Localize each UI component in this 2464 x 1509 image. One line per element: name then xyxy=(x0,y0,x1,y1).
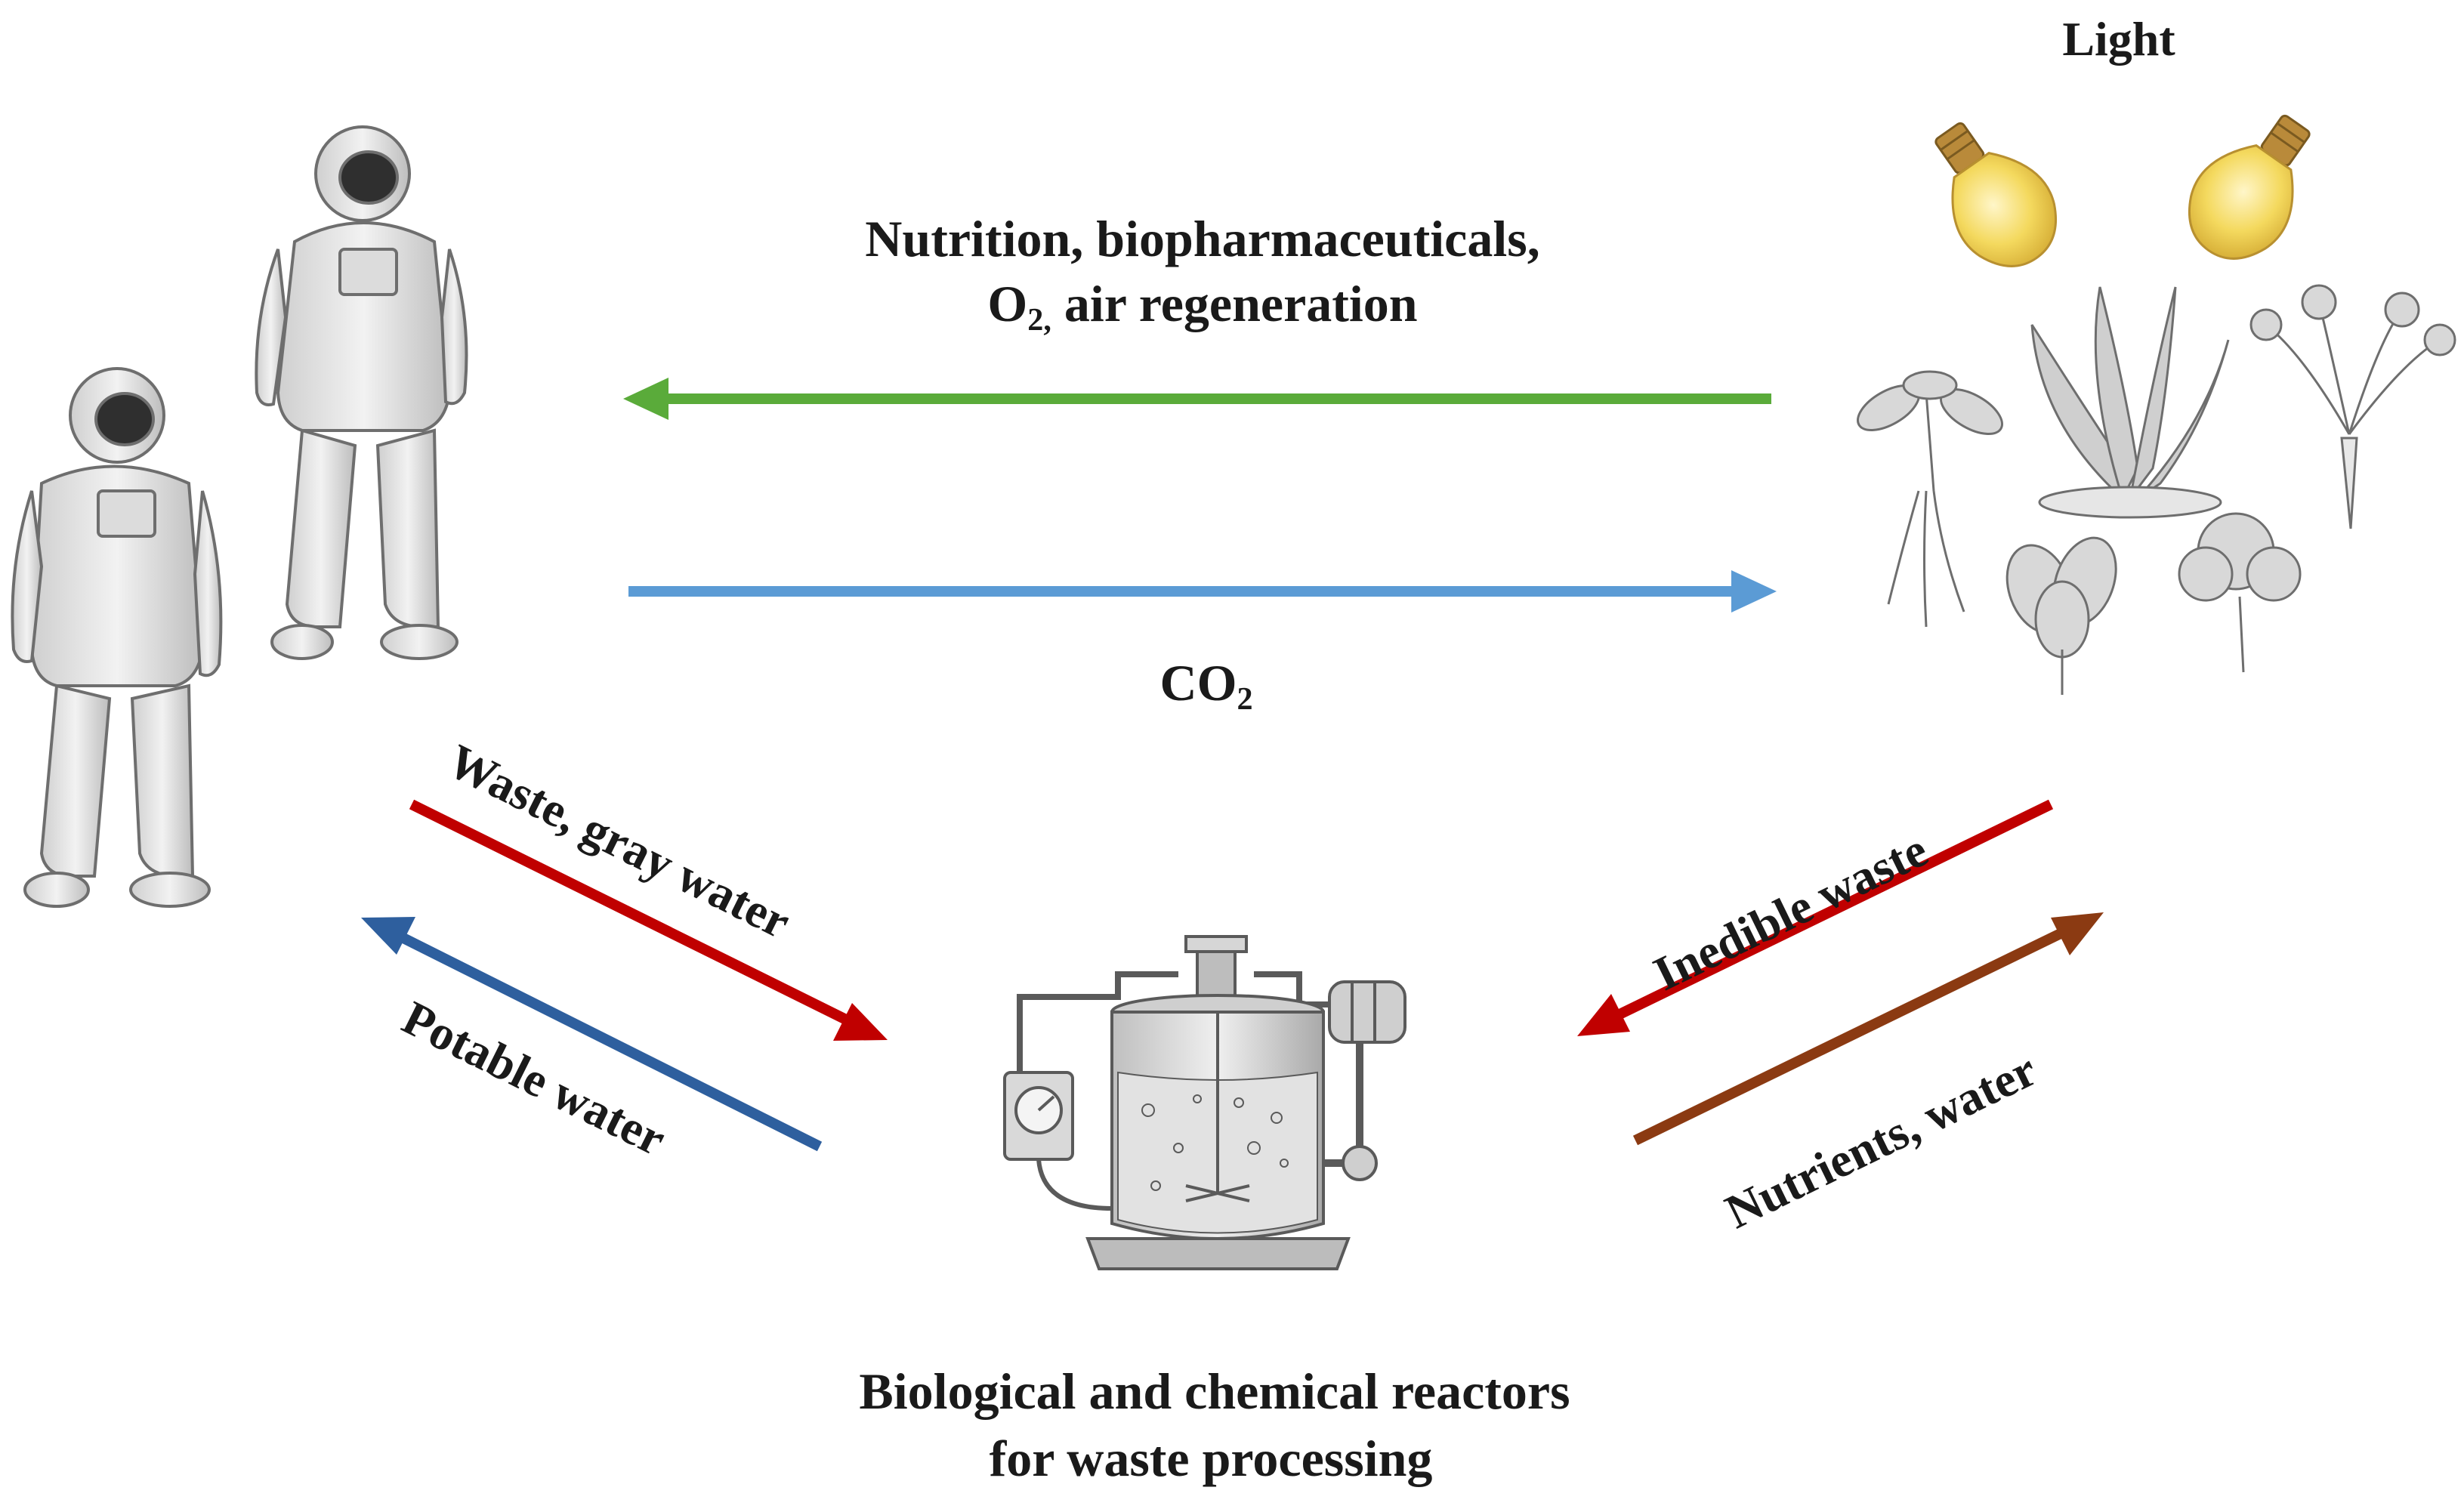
plants-icon xyxy=(1857,284,2456,695)
astronaut-icon xyxy=(11,125,468,908)
potable-water-arrow xyxy=(361,917,823,1152)
nutrition-arrow xyxy=(623,378,1771,420)
co2-label: CO2 xyxy=(1159,654,1253,717)
inedible-waste-arrow xyxy=(1577,799,2054,1036)
waste-gray-water-arrow xyxy=(409,799,888,1041)
light-label: Light xyxy=(2062,12,2175,66)
co2-arrow xyxy=(628,570,1777,613)
reactor-icon xyxy=(1003,935,1406,1270)
light-bulb-icon xyxy=(1934,122,2058,267)
reactors-label-line2: for waste processing xyxy=(989,1430,1433,1487)
reactors-label-line1: Biological and chemical reactors xyxy=(859,1362,1570,1420)
nutrients-water-arrow xyxy=(1632,912,2104,1146)
nutrition-label-line2: O2, air regeneration xyxy=(987,275,1418,338)
nutrition-label-line1: Nutrition, biopharmaceuticals, xyxy=(865,210,1540,267)
light-bulb-icon xyxy=(2188,114,2311,260)
